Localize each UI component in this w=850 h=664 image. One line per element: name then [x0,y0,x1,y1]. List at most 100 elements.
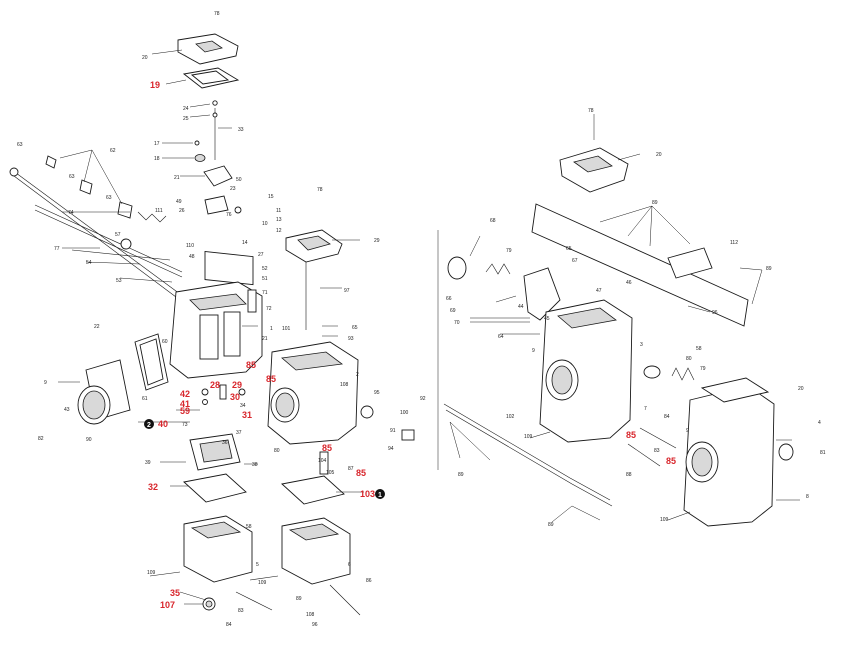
drain-hose-109 [149,571,181,577]
callout-59: 59 [180,406,190,416]
gasket-19-inner [190,70,230,85]
svg-text:1: 1 [378,492,382,499]
callout-28: 28 [210,380,220,390]
label-72: 72 [266,306,272,312]
callout-85c: 85 [322,443,332,453]
bracket-57 [120,238,132,250]
label-13: 13 [276,217,282,223]
label-84: 84 [226,622,232,628]
drain-hose-109b [249,575,279,581]
shaft-74b [34,209,183,278]
label-86: 86 [366,578,372,584]
callout-107: 107 [160,600,175,610]
label-109a: 109 [147,570,156,576]
clip-17 [194,140,200,146]
callout-85a: 85 [246,360,256,370]
label-95: 95 [374,390,380,396]
jet-42 [201,388,209,396]
label-39: 39 [145,460,151,466]
label-63a: 63 [17,142,23,148]
label-100: 100 [400,410,409,416]
callout-r-85a: 85 [626,430,636,440]
right-labels: 78 20 89 112 89 96 68 79 65 67 44 46 47 … [446,108,826,528]
label-87: 87 [348,466,354,472]
label-r-89c: 89 [458,472,464,478]
label-r-84: 84 [664,414,670,420]
body-right-1-top [557,307,617,329]
label-11: 11 [276,208,281,214]
label-22: 22 [94,324,100,330]
label-r-64: 64 [498,334,504,340]
label-r-3: 3 [640,342,643,348]
gasket-32 [183,473,247,503]
label-r-9a: 9 [532,348,535,354]
label-r-83: 83 [654,448,660,454]
label-18: 18 [154,156,160,162]
holder-18 [194,154,206,162]
fuel-hose-102b [445,409,613,507]
rod-83 [235,591,273,611]
label-26: 26 [179,208,185,214]
callout-35: 35 [170,588,180,598]
label-r-65: 65 [566,246,572,252]
label-r-109a: 109 [524,434,533,440]
gasket-103 [281,475,345,505]
shaft-end-62 [9,167,19,177]
callout-32: 32 [148,482,158,492]
label-r-88: 88 [626,472,632,478]
callout-31: 31 [242,410,252,420]
label-34: 34 [240,403,246,409]
label-r-69: 69 [450,308,456,314]
fuel-hose-102 [443,403,611,501]
label-111: 111 [155,208,163,214]
spring-79-right [671,367,695,381]
label-33: 33 [238,127,244,133]
plug-107-inner [205,600,213,608]
label-65: 65 [352,325,358,331]
body-2-bore-inner [275,392,295,418]
screw-24 [212,100,218,106]
label-74: 74 [68,210,74,216]
rod-84 [639,427,677,449]
spring-95 [360,405,374,419]
callout-85d: 85 [356,468,366,478]
label-r-7: 7 [644,406,647,412]
link-100 [401,429,415,441]
label-101: 101 [282,326,291,332]
label-96: 96 [312,622,318,628]
label-57: 57 [115,232,121,238]
label-r-67: 67 [572,258,578,264]
body-1-chamber-b [223,311,241,357]
label-108: 108 [340,382,349,388]
body-right-2-bore-inner [691,447,713,477]
shaft-74 [34,204,183,273]
bracket-26 [204,195,229,215]
label-58: 58 [246,524,252,530]
label-27: 27 [258,252,264,258]
throttle-link-21 [203,165,233,187]
label-1: 1 [270,326,273,332]
label-10: 10 [262,221,268,227]
bracket-112 [667,247,713,279]
label-r-4: 4 [818,420,821,426]
label-93: 93 [348,336,354,342]
carburetor-body-right-1 [539,299,633,443]
label-36: 36 [222,440,228,446]
label-52: 52 [262,266,268,272]
label-82: 82 [38,436,44,442]
label-80: 80 [274,448,280,454]
label-110: 110 [186,243,194,249]
label-r-20b: 20 [798,386,804,392]
link-63c [117,201,133,219]
label-r-78: 78 [588,108,594,114]
label-90: 90 [86,437,92,443]
top-cover-recess [195,40,223,53]
label-83: 83 [238,608,244,614]
label-48: 48 [189,254,195,260]
body-2-top [281,351,344,371]
gasket-22-inner [139,338,164,386]
label-r-102: 102 [506,414,515,420]
label-63b: 63 [69,174,75,180]
spring-111 [137,211,167,223]
hose-109-right [667,511,691,521]
